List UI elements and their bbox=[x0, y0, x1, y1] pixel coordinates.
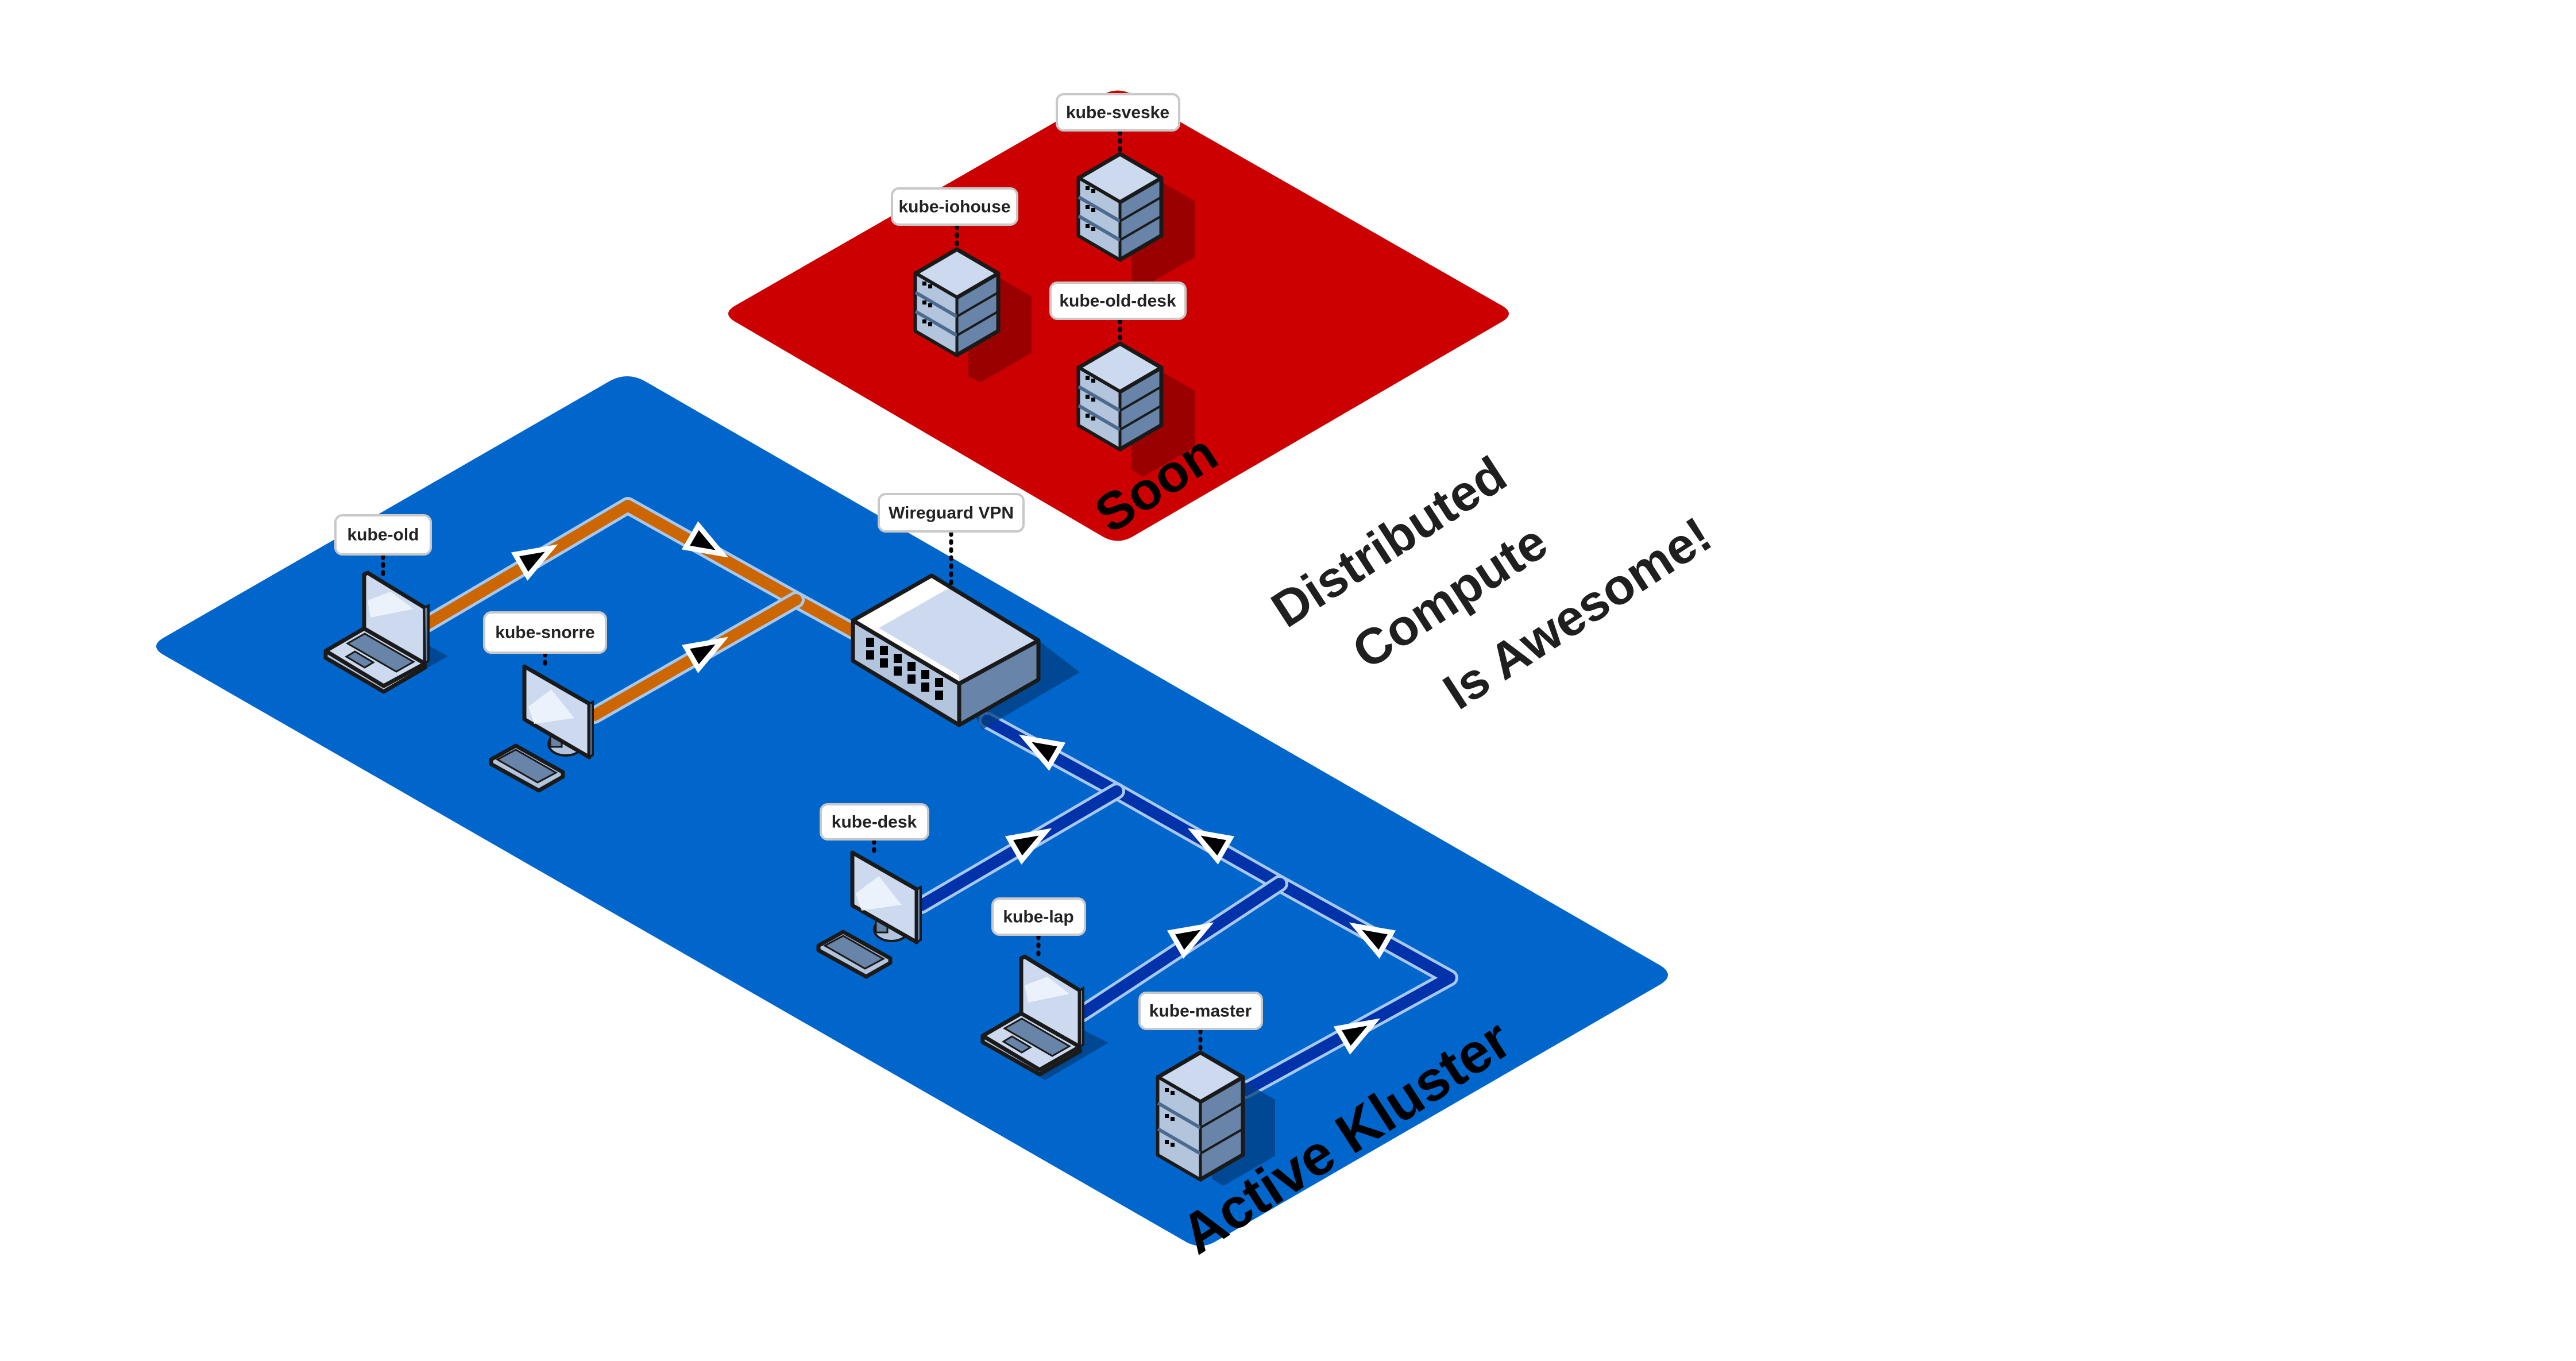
node-kube-old-desk[interactable]: kube-old-desk bbox=[1049, 282, 1195, 477]
arrow-icon bbox=[1005, 828, 1052, 865]
label-box bbox=[878, 493, 1025, 533]
label-box bbox=[1049, 282, 1187, 320]
server-icon bbox=[1156, 1050, 1275, 1186]
tagline-line-3: Is Awesome! bbox=[1433, 506, 1721, 720]
node-wireguard-vpn[interactable]: Wireguard VPN bbox=[851, 493, 1080, 730]
node-label: kube-iohouse bbox=[898, 198, 1010, 217]
label-box bbox=[334, 514, 432, 556]
tagline: Distributed Compute Is Awesome! bbox=[1261, 445, 1721, 720]
node-label: Wireguard VPN bbox=[889, 504, 1014, 523]
label-box bbox=[891, 187, 1018, 226]
desktop-icon bbox=[816, 850, 922, 979]
node-kube-sveske[interactable]: kube-sveske bbox=[1056, 93, 1195, 287]
laptop-icon bbox=[980, 954, 1109, 1080]
arrow-icon bbox=[681, 637, 729, 673]
node-label: kube-old bbox=[347, 526, 419, 545]
arrow-icon bbox=[1349, 922, 1396, 959]
label-box bbox=[483, 611, 607, 654]
desktop-icon bbox=[489, 664, 594, 793]
label-box bbox=[1056, 93, 1180, 132]
node-label: kube-snorre bbox=[495, 623, 594, 642]
arrow-icon bbox=[1167, 922, 1214, 959]
label-box bbox=[1138, 992, 1263, 1030]
node-label: kube-desk bbox=[832, 813, 917, 832]
node-kube-lap[interactable]: kube-lap bbox=[980, 897, 1109, 1080]
switch-icon bbox=[851, 573, 1080, 730]
server-icon bbox=[913, 247, 1032, 383]
laptop-icon bbox=[323, 570, 448, 694]
node-kube-iohouse[interactable]: kube-iohouse bbox=[891, 187, 1032, 383]
arrow-icon bbox=[1187, 828, 1235, 865]
node-kube-desk[interactable]: kube-desk bbox=[816, 803, 929, 979]
node-kube-master[interactable]: kube-master bbox=[1138, 992, 1275, 1186]
label-box bbox=[820, 803, 929, 840]
node-kube-old[interactable]: kube-old bbox=[323, 514, 448, 694]
node-label: kube-sveske bbox=[1066, 103, 1169, 122]
node-kube-snorre[interactable]: kube-snorre bbox=[483, 611, 607, 793]
flow-arrows bbox=[511, 521, 1396, 1055]
label-box bbox=[991, 897, 1086, 936]
node-label: kube-lap bbox=[1003, 908, 1073, 927]
node-label: kube-master bbox=[1149, 1002, 1252, 1021]
node-label: kube-old-desk bbox=[1059, 292, 1176, 311]
arrow-icon bbox=[1018, 734, 1066, 771]
arrow-icon bbox=[681, 521, 729, 558]
server-icon bbox=[1076, 152, 1195, 287]
arrow-icon bbox=[1333, 1018, 1381, 1055]
server-icon bbox=[1076, 341, 1195, 477]
arrow-icon bbox=[511, 544, 558, 581]
